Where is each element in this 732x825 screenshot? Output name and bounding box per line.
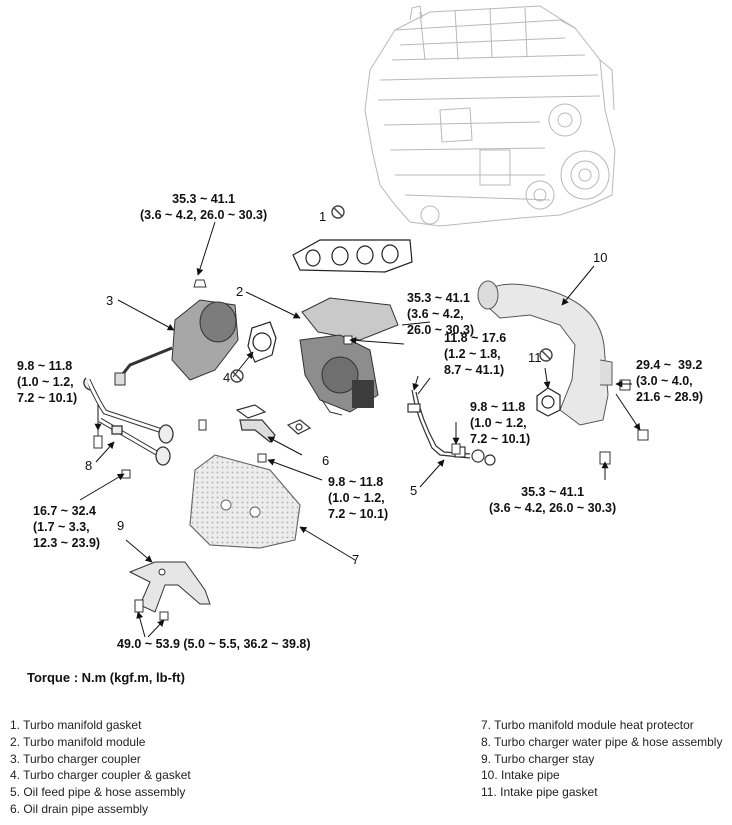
torque-spec-stay: 49.0 ~ 53.9 (5.0 ~ 5.5, 36.2 ~ 39.8) (117, 637, 311, 651)
torque-spec-intake-bottom: 35.3 ~ 41.1 (3.6 ~ 4.2, 26.0 ~ 30.3) (489, 485, 617, 515)
torque-spec-manifold-top: 35.3 ~ 41.1 (3.6 ~ 4.2, 26.0 ~ 30.3) (140, 192, 268, 222)
turbo-charger-coupler-gasket (247, 321, 277, 363)
legend-item: 9. Turbo charger stay (481, 751, 595, 766)
callout-8: 8 (85, 458, 93, 473)
torque-spec-oilfeed-mid: 9.8 ~ 11.8 (1.0 ~ 1.2, 7.2 ~ 10.1) (470, 400, 531, 446)
turbo-charger-coupler (114, 299, 239, 386)
callout-4: 4 (223, 370, 231, 385)
callout-1: 1 (319, 209, 327, 224)
parts-legend-left: 1. Turbo manifold gasket 2. Turbo manifo… (10, 717, 191, 818)
legend-item: 6. Oil drain pipe assembly (10, 801, 149, 816)
engine-block-illustration (364, 5, 616, 227)
callout-9: 9 (117, 518, 125, 533)
legend-item: 1. Turbo manifold gasket (10, 718, 142, 732)
intake-pipe (477, 280, 613, 426)
torque-unit-note: Torque : N.m (kgf.m, lb-ft) (27, 670, 185, 685)
turbo-manifold-gasket (292, 239, 413, 273)
callout-5: 5 (410, 483, 418, 498)
oil-feed-pipe-assembly (407, 389, 496, 466)
torque-spec-intake-right: 29.4 ~ 39.2 (3.0 ~ 4.0, 21.6 ~ 28.9) (636, 358, 704, 404)
torque-spec-waterpipe: 9.8 ~ 11.8 (1.0 ~ 1.2, 7.2 ~ 10.1) (17, 359, 78, 405)
callout-2: 2 (236, 284, 244, 299)
intake-pipe-gasket (536, 387, 561, 417)
torque-spec-drain: 9.8 ~ 11.8 (1.0 ~ 1.2, 7.2 ~ 10.1) (328, 475, 389, 521)
turbo-charger-water-pipe (83, 377, 174, 466)
torque-spec-protector: 16.7 ~ 32.4 (1.7 ~ 3.3, 12.3 ~ 23.9) (33, 504, 101, 550)
turbo-manifold-module (299, 297, 399, 416)
torque-spec-manifold-right: 35.3 ~ 41.1 (3.6 ~ 4.2, 26.0 ~ 30.3) (407, 291, 475, 337)
no-reuse-icon (539, 348, 553, 362)
legend-item: 5. Oil feed pipe & hose assembly (10, 785, 186, 800)
parts-legend-right: 7. Turbo manifold module heat protector … (481, 717, 722, 801)
legend-item: 10. Intake pipe (481, 768, 560, 783)
legend-item: 4. Turbo charger coupler & gasket (10, 768, 191, 783)
oil-drain-pipe-assembly (235, 404, 312, 443)
callout-11: 11 (528, 350, 542, 365)
legend-item: 8. Turbo charger water pipe & hose assem… (481, 734, 723, 749)
turbo-manifold-heat-protector (189, 454, 301, 549)
callout-6: 6 (322, 453, 330, 468)
callout-10: 10 (593, 250, 608, 265)
torque-spec-oilfeed-top: 11.8 ~ 17.6 (1.2 ~ 1.8, 8.7 ~ 41.1) (444, 331, 507, 377)
no-reuse-icon (230, 369, 244, 383)
legend-item: 11. Intake pipe gasket (481, 785, 598, 800)
leader-lines (79, 221, 641, 638)
callout-7: 7 (352, 552, 360, 567)
no-reuse-icon (331, 205, 345, 219)
callout-3: 3 (106, 293, 114, 308)
legend-item: 7. Turbo manifold module heat protector (481, 718, 694, 732)
legend-item: 3. Turbo charger coupler (10, 751, 141, 766)
legend-item: 2. Turbo manifold module (10, 734, 146, 749)
